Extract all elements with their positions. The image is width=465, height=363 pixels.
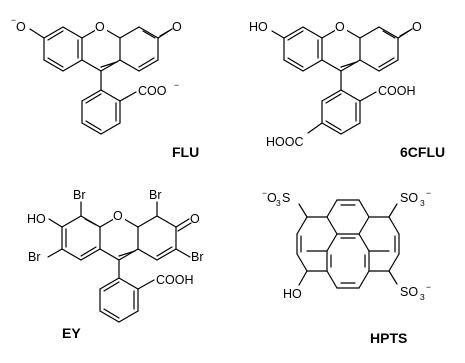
hpts-left-sulfonate-sulfur: S <box>282 191 290 205</box>
flu-phenolate-oxygen: O <box>16 20 26 34</box>
flu-phenolate-charge: − <box>11 15 16 25</box>
cflu-carboxylic-acid-bottom: HOOC <box>266 135 304 149</box>
cflu-phenyl-ring <box>321 89 361 135</box>
flu-structure: O O − O COO − FLU <box>11 15 199 160</box>
ey-bromine-top-right: Br <box>149 188 162 202</box>
cflu-keto-oxygen: O <box>412 20 422 34</box>
hpts-name-label: HPTS <box>370 330 407 346</box>
flu-bridge-oxygen: O <box>95 20 105 34</box>
flu-left-ring <box>43 26 83 72</box>
hpts-bottom-sulfonate: SO <box>400 285 418 299</box>
hpts-right-sulfonate-charge: − <box>426 188 431 198</box>
hpts-left-sulfonate-subscript: 3 <box>276 198 281 208</box>
flu-phenyl-ring <box>81 89 121 135</box>
ey-keto-oxygen: O <box>190 212 200 226</box>
hpts-left-sulfonate-charge: − <box>262 188 267 198</box>
cflu-bridge-oxygen: O <box>335 20 345 34</box>
ey-right-ring <box>137 215 177 261</box>
ey-name-label: EY <box>62 325 81 341</box>
ey-bridge-oxygen: O <box>113 209 123 223</box>
hpts-right-sulfonate: SO <box>400 191 418 205</box>
cflu-central-ring <box>321 26 361 72</box>
ey-bromine-bottom-right: Br <box>191 250 204 264</box>
ey-bromine-bottom-left: Br <box>28 250 41 264</box>
cflu-structure: O HO O COOH HOOC 6CFLU <box>249 20 445 160</box>
flu-name-label: FLU <box>172 144 199 160</box>
hpts-left-sulfonate-oxygen: O <box>267 191 277 205</box>
cflu-right-ring <box>359 26 399 72</box>
cflu-name-label: 6CFLU <box>400 144 445 160</box>
ey-structure: O Br Br Br Br HO O COOH EY <box>27 188 204 341</box>
hpts-bottom-sulfonate-charge: − <box>426 282 431 292</box>
ey-left-ring <box>61 215 101 261</box>
hpts-pyrene-core <box>296 199 400 289</box>
hpts-bottom-sulfonate-subscript: 3 <box>420 292 425 302</box>
flu-keto-oxygen: O <box>172 20 182 34</box>
ey-hydroxyl-group: HO <box>27 212 46 226</box>
flu-right-ring <box>119 26 159 72</box>
cflu-hydroxyl-group: HO <box>249 20 268 34</box>
hpts-right-sulfonate-subscript: 3 <box>420 198 425 208</box>
flu-carboxylate-group: COO <box>138 84 167 98</box>
hpts-structure: − O 3 S SO 3 − SO 3 − HO HPTS <box>262 188 431 346</box>
ey-bromine-top-left: Br <box>73 188 86 202</box>
cflu-left-ring <box>283 26 323 72</box>
ey-carboxylic-acid: COOH <box>156 273 194 287</box>
cflu-carboxylic-acid-top: COOH <box>378 84 416 98</box>
ey-phenyl-ring <box>99 277 139 323</box>
flu-carboxylate-charge: − <box>174 80 179 90</box>
hpts-hydroxyl-group: HO <box>283 287 302 301</box>
